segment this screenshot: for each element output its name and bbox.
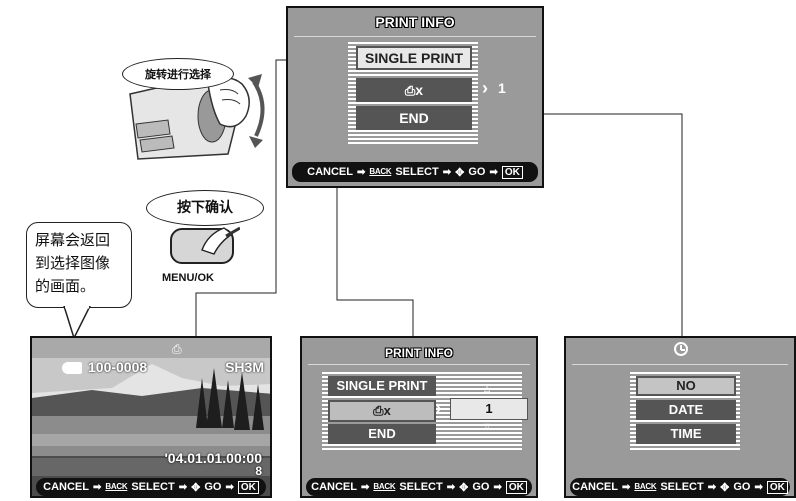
title-divider [572,364,788,365]
callout-press-text: 按下确认 [177,200,233,216]
menu-item-end[interactable]: END [328,424,436,444]
menu-item-single-print[interactable]: SINGLE PRINT [328,376,436,396]
title-divider [294,36,536,37]
count-value: 1 [485,401,493,416]
speech-bubble-tail [63,306,91,340]
arrow-right-icon: ➡ [622,481,631,493]
ok-key: OK [505,480,527,494]
menu-item-label: NO [676,378,696,393]
count-value: 1 [498,80,506,96]
back-key: BACK [373,482,396,491]
arrow-right-icon: ➡ [225,481,234,493]
menu-item-label: END [399,110,429,126]
menu-ok-button[interactable] [170,226,240,264]
arrow-pad-icon: ✥ [720,481,730,494]
select-label: SELECT [399,481,443,493]
print-count: 8 [255,464,262,478]
print-info-screen-top: PRINT INFO SINGLE PRINT ⎙x END › 1 CANCE… [286,6,544,188]
bottom-bar: CANCEL ➡ BACK SELECT ➡ ✥ GO ➡ OK [306,478,532,496]
print-info-screen-count: PRINT INFO SINGLE PRINT ⎙x END › △ 1 ▽ C… [300,336,538,498]
arrow-right-icon: ➡ [357,166,366,178]
ok-key: OK [237,480,259,494]
cancel-label: CANCEL [311,481,357,493]
select-label: SELECT [131,481,175,493]
cancel-label: CANCEL [43,481,89,493]
menu-ok-label: MENU/OK [162,272,214,284]
menu-item-label: END [368,426,396,441]
bottom-bar: CANCEL ➡ BACK SELECT ➡ ✥ GO ➡ OK [292,162,538,182]
frame-number: 100-0008 [88,359,148,375]
menu-item-label: x [383,403,391,418]
back-key: BACK [634,482,657,491]
menu-item-no[interactable]: NO [636,376,736,396]
arrow-pad-icon: ✥ [459,481,469,494]
cancel-label: CANCEL [572,481,618,493]
menu-item-time[interactable]: TIME [636,424,736,444]
menu-item-date[interactable]: DATE [636,400,736,420]
camera-hand-icon [129,73,265,160]
count-arrow: › [482,78,488,98]
arrow-right-icon: ➡ [446,481,456,493]
count-arrow: › [436,400,442,417]
count-up-icon: △ [484,384,491,393]
back-key: BACK [105,482,128,491]
print-reserve-icon: ⎙ [172,342,182,356]
date-time: '04.01.01.00:00 [164,450,262,466]
callout-rotate: 旋转进行选择 [122,58,234,90]
go-label: GO [733,481,751,493]
arrow-right-icon: ➡ [754,481,763,493]
bubble-line-1: 屏幕会返回 [35,231,111,249]
landscape-photo [32,338,270,496]
count-down-icon: ▽ [484,422,491,431]
menu-item-label: DATE [668,402,704,417]
menu-item-print-count[interactable]: ⎙x [356,78,472,102]
go-label: GO [468,166,486,178]
arrow-right-icon: ➡ [707,481,717,493]
bottom-bar: CANCEL ➡ BACK SELECT ➡ ✥ GO ➡ OK [570,478,790,496]
arrow-right-icon: ➡ [489,166,498,178]
menu-item-single-print[interactable]: SINGLE PRINT [356,46,472,70]
callout-press: 按下确认 [146,190,264,226]
camera-dial-illustration [108,44,278,164]
quality-indicator: SH3M [225,359,264,375]
menu-item-print-count[interactable]: ⎙x [328,400,436,422]
callout-rotate-text: 旋转进行选择 [145,68,211,81]
menu-item-label: TIME [670,426,702,441]
back-key: BACK [369,167,392,176]
finger-press-icon [201,226,240,255]
clock-icon [674,342,688,356]
title-divider [308,364,530,365]
bubble-line-3: 的画面。 [35,277,96,295]
photo-playback-screen: ⎙ 100-0008 SH3M '04.01.01.00:00 8 CANCEL… [30,336,272,498]
count-stepper[interactable]: 1 [450,398,528,420]
menu-item-end[interactable]: END [356,106,472,130]
print-icon: ⎙ [373,403,384,418]
menu-item-label: SINGLE PRINT [364,50,463,66]
menu-item-label: x [415,82,424,98]
memory-card-icon [62,362,82,374]
select-label: SELECT [395,166,439,178]
arrow-right-icon: ➡ [178,481,188,493]
arrow-right-icon: ➡ [93,481,102,493]
ok-key: OK [766,480,788,494]
menu-item-label: SINGLE PRINT [336,378,428,393]
print-icon: ⎙ [404,83,416,98]
date-print-screen: NO DATE TIME CANCEL ➡ BACK SELECT ➡ ✥ GO… [564,336,796,498]
cancel-label: CANCEL [307,166,353,178]
screen-title: PRINT INFO [375,14,455,30]
bottom-bar: CANCEL ➡ BACK SELECT ➡ ✥ GO ➡ OK [36,478,266,496]
arrow-right-icon: ➡ [493,481,502,493]
ok-key: OK [501,165,523,179]
go-label: GO [472,481,490,493]
bubble-line-2: 到选择图像 [35,254,111,272]
select-label: SELECT [660,481,704,493]
arrow-pad-icon: ✥ [455,166,465,179]
arrow-right-icon: ➡ [442,166,452,178]
screen-title: PRINT INFO [385,346,453,360]
speech-bubble: 屏幕会返回 到选择图像 的画面。 [26,222,132,308]
arrow-right-icon: ➡ [361,481,370,493]
go-label: GO [204,481,222,493]
arrow-pad-icon: ✥ [191,481,201,494]
